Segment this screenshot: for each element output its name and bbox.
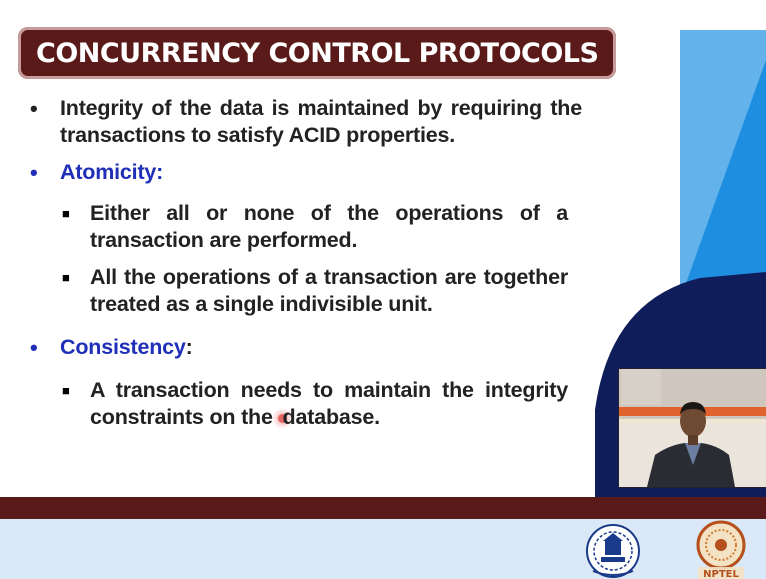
bullet-text: Integrity of the data is maintained by r… [60, 96, 582, 147]
bullet-list: • Integrity of the data is maintained by… [30, 95, 590, 431]
round-bullet-icon: • [30, 96, 38, 121]
list-item: • Atomicity: [30, 159, 590, 186]
round-bullet-icon: • [30, 335, 38, 360]
bullet-heading-consistency: Consistency: [60, 335, 193, 359]
list-item: • Consistency: [30, 334, 590, 361]
presenter-image [619, 369, 766, 487]
footer-band [0, 497, 766, 519]
bullet-text: All the operations of a transaction are … [90, 265, 568, 316]
square-bullet-icon: ■ [62, 206, 70, 221]
list-item: ■ All the operations of a transaction ar… [62, 264, 590, 318]
square-bullet-icon: ■ [62, 270, 70, 285]
square-bullet-icon: ■ [62, 383, 70, 398]
slide-title-banner: CONCURRENCY CONTROL PROTOCOLS [18, 27, 617, 79]
iit-kharagpur-emblem-icon [586, 524, 640, 578]
pointer-dot-icon [277, 413, 287, 423]
nptel-logo-icon: NPTEL [696, 520, 746, 579]
bullet-text: Either all or none of the operations of … [90, 201, 568, 252]
bullet-heading-atomicity: Atomicity: [60, 160, 164, 184]
nptel-logo-text: NPTEL [703, 569, 739, 579]
bullet-text: A transaction needs to maintain the inte… [90, 378, 568, 429]
list-item: ■ Either all or none of the operations o… [62, 200, 590, 254]
presenter-video [618, 368, 766, 488]
list-item: ■ A transaction needs to maintain the in… [62, 377, 590, 431]
footer-area [0, 519, 766, 579]
slide-title: CONCURRENCY CONTROL PROTOCOLS [36, 37, 599, 69]
round-bullet-icon: • [30, 160, 38, 185]
list-item: • Integrity of the data is maintained by… [30, 95, 590, 149]
